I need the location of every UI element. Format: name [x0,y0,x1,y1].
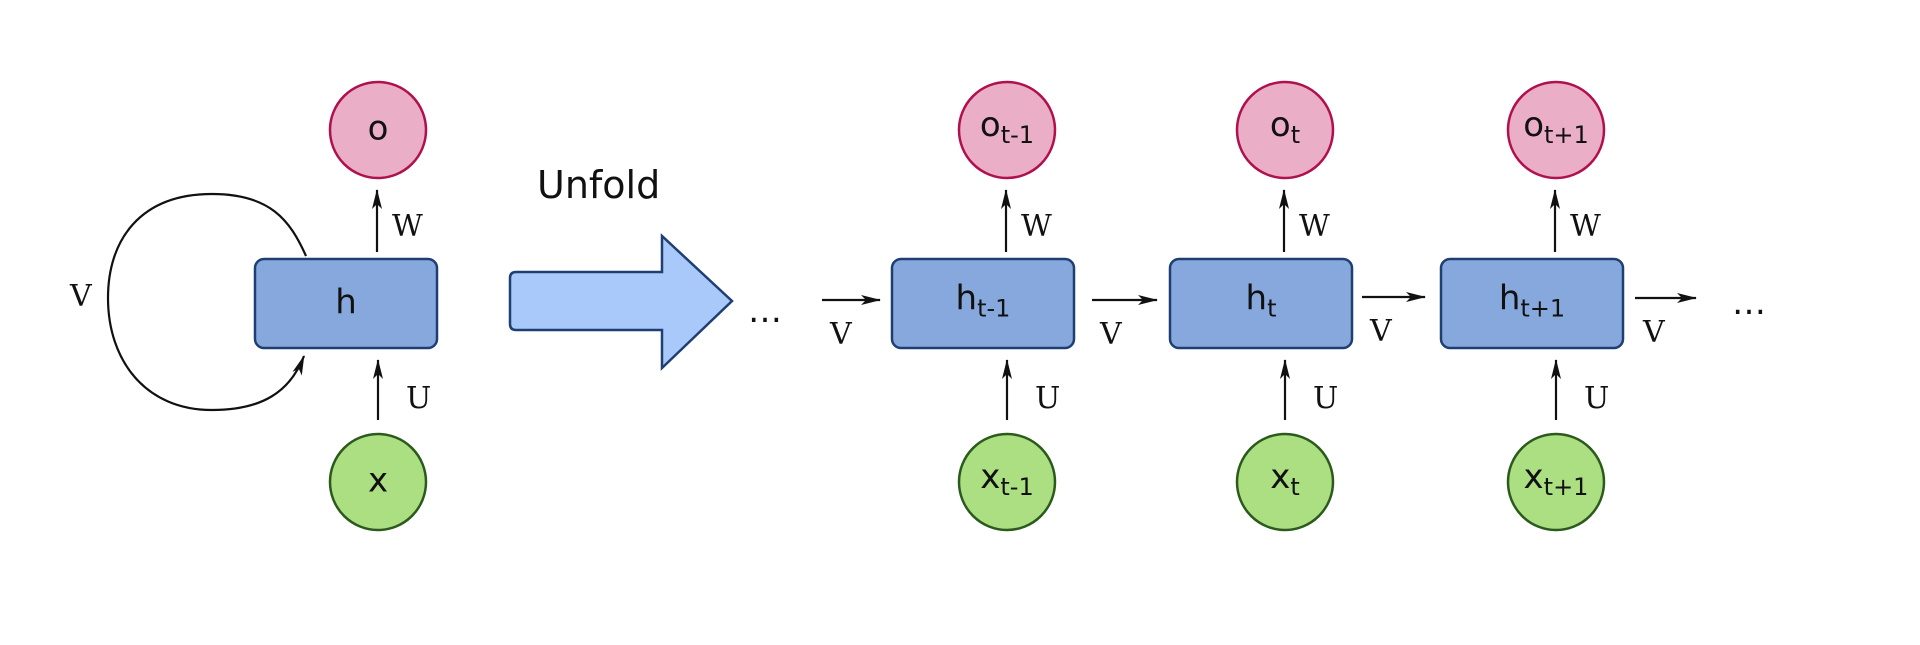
time-step-0: ht-1ot-1xt-1WU [890,80,1076,532]
output-weight-label-0: W [1021,209,1052,244]
input-node-label-0: xt-1 [980,457,1033,502]
hidden-node-label-2: ht+1 [1499,278,1565,323]
input-node-label-1-base: x [1270,457,1290,497]
recurrent-weight-label-0: V [829,317,853,352]
input-node-0 [957,432,1057,532]
folded-output-weight-label: W [392,209,423,244]
recurrent-weight-label-3: V [1642,315,1666,350]
input-node-1 [1235,432,1335,532]
hidden-node-0 [890,257,1076,350]
input-node-label-1: xt [1270,457,1300,502]
output-node-2 [1506,80,1606,180]
folded-hidden-label: h [335,283,357,323]
folded-input-weight-label: U [406,381,431,416]
folded-rnn: V h o x W U [69,80,439,532]
output-node-label-0: ot-1 [980,105,1034,150]
input-node-2 [1506,432,1606,532]
recurrent-weight-label-2: V [1369,314,1393,349]
output-node-label-1: ot [1270,105,1300,150]
input-node-label-2-subscript: t+1 [1544,473,1589,501]
hidden-node-label-1: ht [1246,278,1277,323]
unrolled-rnn: … … ht-1ot-1xt-1WUhtotxtWUht+1ot+1xt+1WU… [748,80,1770,532]
hidden-node-2 [1439,257,1625,350]
output-node-label-1-base: o [1270,105,1291,145]
hidden-node-label-0-subscript: t-1 [977,295,1010,323]
input-weight-label-2: U [1584,381,1609,416]
output-node-label-1-subscript: t [1291,121,1300,149]
unfold-arrow-icon [508,233,734,371]
output-node-1 [1235,80,1335,180]
output-node-label-0-base: o [980,105,1001,145]
folded-output-node: o [328,80,428,180]
hidden-node-1 [1168,257,1354,350]
input-node-label-1-subscript: t [1290,473,1299,501]
unfold-label: Unfold [537,163,660,207]
trailing-ellipsis: … [1732,283,1770,323]
output-node-label-2-subscript: t+1 [1544,121,1589,149]
hidden-node-label-0-base: h [956,278,978,318]
hidden-node-label-1-subscript: t [1267,295,1276,323]
recurrent-weight-label-1: V [1099,317,1123,352]
input-node-label-0-subscript: t-1 [1000,473,1033,501]
hidden-node-label-0: ht-1 [956,278,1011,323]
input-weight-label-0: U [1035,381,1060,416]
folded-input-node: x [328,432,428,532]
output-node-label-0-subscript: t-1 [1001,121,1034,149]
folded-hidden-node: h [253,257,439,350]
output-node-label-2-base: o [1523,105,1544,145]
output-weight-label-2: W [1570,209,1601,244]
folded-input-label: x [368,461,388,501]
leading-ellipsis: … [748,291,786,331]
recurrent-weight-label: V [69,279,93,314]
input-weight-label-1: U [1313,381,1338,416]
input-node-label-0-base: x [980,457,1000,497]
time-step-2: ht+1ot+1xt+1WU [1439,80,1625,532]
unfold-transition: Unfold [508,163,734,371]
folded-output-label: o [368,109,389,149]
output-node-0 [957,80,1057,180]
output-weight-label-1: W [1299,209,1330,244]
hidden-node-label-2-base: h [1499,278,1521,318]
hidden-node-label-2-subscript: t+1 [1520,295,1565,323]
output-node-label-2: ot+1 [1523,105,1589,150]
hidden-node-label-1-base: h [1246,278,1268,318]
recurrent-loop-arrow [106,192,308,412]
input-node-label-2: xt+1 [1524,457,1589,502]
input-node-label-2-base: x [1524,457,1544,497]
